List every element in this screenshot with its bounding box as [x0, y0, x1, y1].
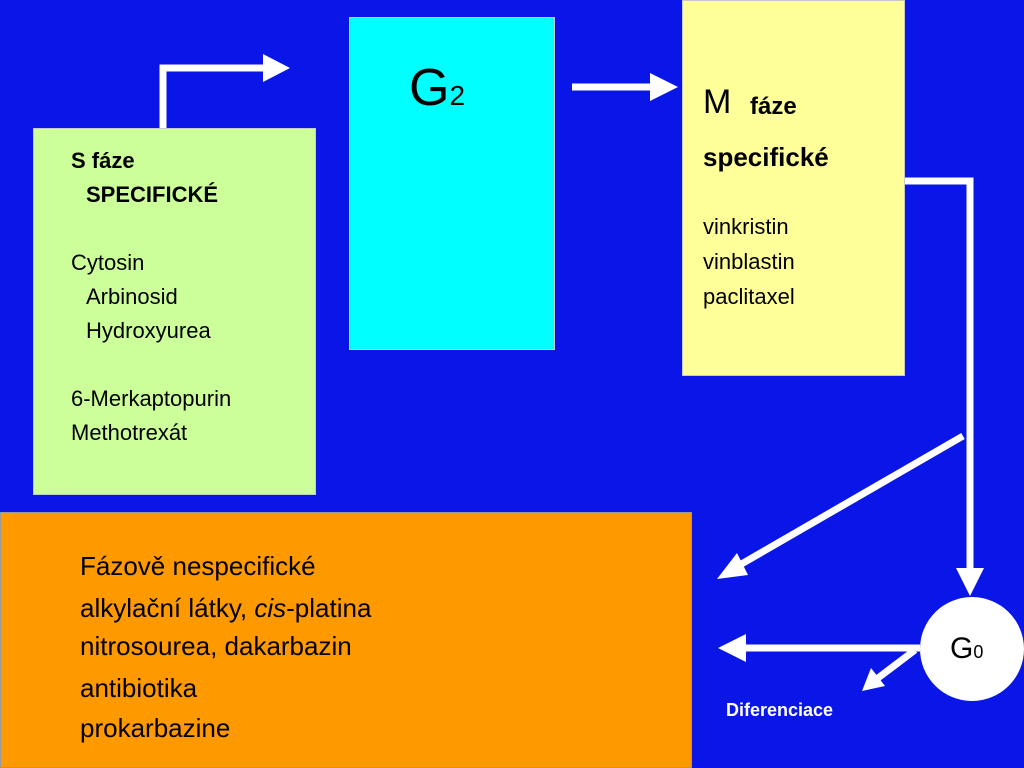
nonspecific-title: Fázově nespecifické — [80, 551, 316, 581]
nonspecific-antibiotika: antibiotika — [80, 673, 198, 703]
s-drug-merkaptopurin: 6-Merkaptopurin — [71, 386, 232, 411]
cis-italic: cis — [254, 593, 287, 623]
g2-phase-label: G2 — [409, 58, 465, 118]
arrow-g0-to-nonspecific — [718, 634, 920, 662]
arrow-m-to-g0 — [905, 177, 984, 596]
g2-subscript: 2 — [449, 80, 466, 111]
m-phase-title: fáze — [750, 93, 797, 120]
arrow-g0-to-differentiation — [862, 647, 918, 691]
nonspecific-alkylating: alkylační látky, cis-platina — [80, 591, 371, 625]
s-drug-methotrexat: Methotrexát — [71, 420, 188, 445]
g2-phase-box — [349, 17, 555, 350]
differentiation-label: Diferenciace — [726, 700, 834, 720]
g0-phase-circle — [920, 597, 1024, 701]
s-drug-cytosin: Cytosin — [71, 250, 145, 275]
nonspecific-prokarbazine: prokarbazine — [80, 713, 231, 743]
m-phase-subtitle: specifické — [703, 142, 829, 172]
g0-letter: G — [950, 632, 974, 665]
g0-subscript: 0 — [973, 642, 984, 662]
m-phase-letter: M — [703, 83, 732, 121]
s-phase-box: S fáze SPECIFICKÉ Cytosin Arbinosid Hydr… — [33, 128, 316, 495]
g2-letter: G — [409, 59, 450, 117]
platina-suffix: -platina — [286, 593, 372, 623]
nonspecific-nitrosourea: nitrosourea, dakarbazin — [80, 631, 352, 661]
m-drug-vinkristin: vinkristin — [703, 214, 789, 239]
m-drug-paclitaxel: paclitaxel — [703, 284, 795, 309]
s-drug-hydroxyurea: Hydroxyurea — [86, 318, 211, 343]
arrow-g2-to-m — [572, 73, 678, 101]
nonspecific-box: Fázově nespecifické alkylační látky, cis… — [0, 512, 692, 768]
g0-phase-label: G0 — [950, 632, 983, 666]
m-phase-box: M fáze specifické vinkristin vinblastin … — [682, 0, 905, 376]
arrow-s-to-g2 — [159, 54, 290, 128]
alkylating-prefix: alkylační látky, — [80, 593, 255, 623]
s-phase-title: S fáze — [71, 148, 135, 173]
m-drug-vinblastin: vinblastin — [703, 249, 795, 274]
arrow-m-to-nonspecific — [717, 432, 965, 579]
s-phase-subtitle: SPECIFICKÉ — [86, 182, 219, 207]
s-drug-arbinosid: Arbinosid — [86, 284, 178, 309]
